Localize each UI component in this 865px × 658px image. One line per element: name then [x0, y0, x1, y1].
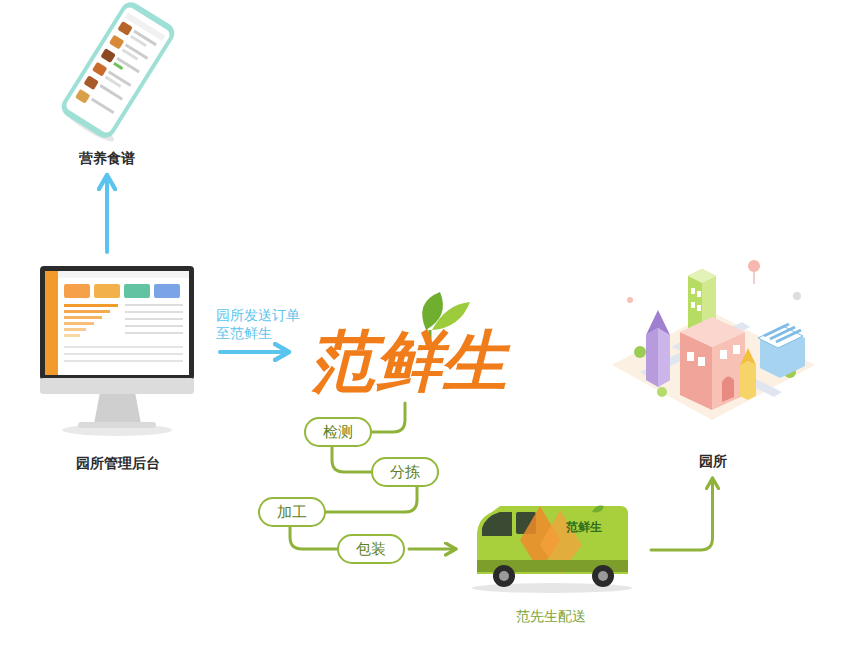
monitor-illustration: [40, 266, 194, 436]
flow-connector: [105, 175, 109, 252]
caption-text: 营养食谱: [42, 149, 172, 167]
flow-connector: [220, 350, 289, 354]
van-logo-text: 范鲜生: [566, 520, 602, 534]
flow-connector: [332, 447, 371, 472]
process-pill: 分拣: [371, 457, 439, 487]
step-text: 检测: [323, 423, 353, 441]
phone-illustration: [57, 0, 182, 146]
process-pill: 包装: [337, 534, 405, 564]
caption-text: 园所管理后台: [27, 454, 208, 472]
flow-connector: [372, 403, 405, 432]
caption-text: 范先生配送: [460, 607, 641, 625]
flow-connector: [651, 478, 713, 550]
step-text: 分拣: [390, 463, 420, 481]
caption-text: 园所: [602, 452, 823, 470]
brand-logo-node: 范鲜生: [297, 300, 518, 395]
flow-connector: [409, 548, 456, 551]
recipe-app-node: 营养食谱: [42, 5, 172, 167]
van-illustration: [472, 506, 632, 593]
kindergarten-node: 园所: [602, 255, 823, 470]
process-pill: 加工: [258, 497, 326, 527]
step-text: 加工: [277, 503, 307, 521]
admin-console-node: 园所管理后台: [27, 262, 208, 472]
flow-connector: [326, 487, 417, 512]
logo-text: 范鲜生: [297, 329, 518, 395]
edge-label: 园所发送订单 至范鲜生: [216, 306, 306, 342]
process-pill: 检测: [304, 417, 372, 447]
city-illustration: [612, 260, 815, 420]
step-text: 包装: [356, 540, 386, 558]
flow-connector: [290, 527, 337, 549]
delivery-van-node: 范先生配送: [460, 500, 641, 625]
